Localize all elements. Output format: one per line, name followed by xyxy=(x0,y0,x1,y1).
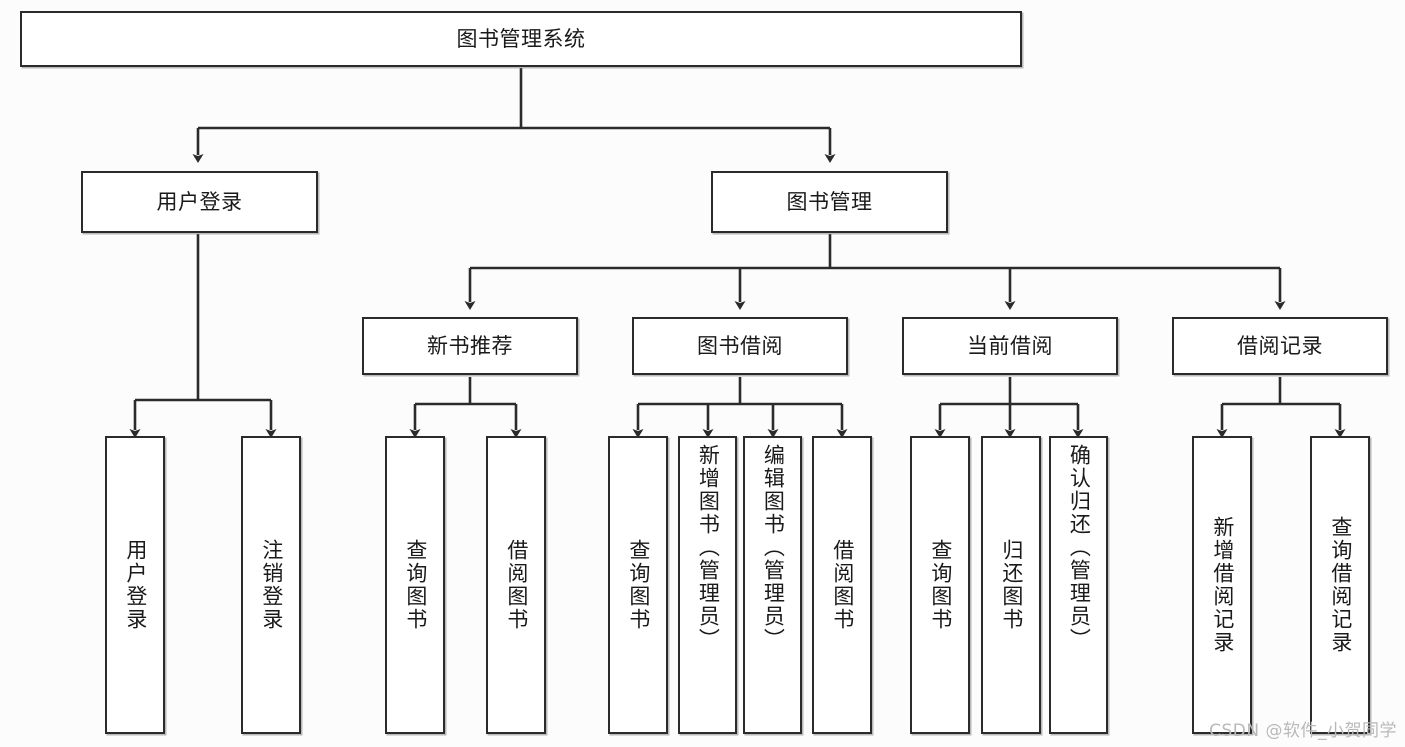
leaf-query-book-borrow[interactable]: 查询图书 xyxy=(608,436,668,734)
leaf-query-borrow-record[interactable]: 查询借阅记录 xyxy=(1310,436,1370,734)
node-label: 用户登录 xyxy=(123,539,148,631)
leaf-query-book-recommend[interactable]: 查询图书 xyxy=(385,436,445,734)
node-label: 借阅图书 xyxy=(504,539,529,631)
node-label: 查询图书 xyxy=(626,539,651,631)
node-label: 图书借阅 xyxy=(697,333,783,358)
node-label: 当前借阅 xyxy=(967,333,1053,358)
node-label: 借阅图书 xyxy=(830,539,855,631)
node-new-book-recommend[interactable]: 新书推荐 xyxy=(362,317,578,375)
node-label: 查询图书 xyxy=(928,539,953,631)
node-label: 新增借阅记录 xyxy=(1210,516,1235,654)
node-label: 图书管理系统 xyxy=(456,26,586,51)
node-book-management[interactable]: 图书管理 xyxy=(711,171,948,233)
leaf-edit-book-admin[interactable]: 编辑图书（管理员） xyxy=(743,436,802,734)
node-book-borrow[interactable]: 图书借阅 xyxy=(632,317,848,375)
node-root-system[interactable]: 图书管理系统 xyxy=(20,11,1022,67)
node-label: 确认归还（管理员） xyxy=(1067,444,1092,651)
leaf-query-book-current[interactable]: 查询图书 xyxy=(910,436,970,734)
node-label: 查询借阅记录 xyxy=(1328,516,1353,654)
leaf-add-borrow-record[interactable]: 新增借阅记录 xyxy=(1192,436,1252,734)
leaf-borrow-book[interactable]: 借阅图书 xyxy=(812,436,872,734)
node-label: 归还图书 xyxy=(999,539,1024,631)
node-user-login[interactable]: 用户登录 xyxy=(81,171,318,233)
node-label: 编辑图书（管理员） xyxy=(761,444,786,651)
node-current-borrow[interactable]: 当前借阅 xyxy=(902,317,1118,375)
leaf-borrow-book-recommend[interactable]: 借阅图书 xyxy=(486,436,546,734)
node-label: 借阅记录 xyxy=(1237,333,1323,358)
node-label: 查询图书 xyxy=(403,539,428,631)
node-label: 图书管理 xyxy=(786,189,873,214)
node-borrow-record[interactable]: 借阅记录 xyxy=(1172,317,1388,375)
leaf-return-book[interactable]: 归还图书 xyxy=(981,436,1041,734)
csdn-watermark: CSDN @软件_小贺同学 xyxy=(1209,721,1397,741)
node-label: 新增图书（管理员） xyxy=(696,444,721,651)
node-label: 新书推荐 xyxy=(427,333,513,358)
node-label: 用户登录 xyxy=(156,189,243,214)
leaf-add-book-admin[interactable]: 新增图书（管理员） xyxy=(678,436,737,734)
leaf-confirm-return-admin[interactable]: 确认归还（管理员） xyxy=(1049,436,1108,734)
node-label: 注销登录 xyxy=(259,539,284,631)
leaf-logout-login[interactable]: 注销登录 xyxy=(241,436,301,734)
leaf-user-login[interactable]: 用户登录 xyxy=(105,436,165,734)
